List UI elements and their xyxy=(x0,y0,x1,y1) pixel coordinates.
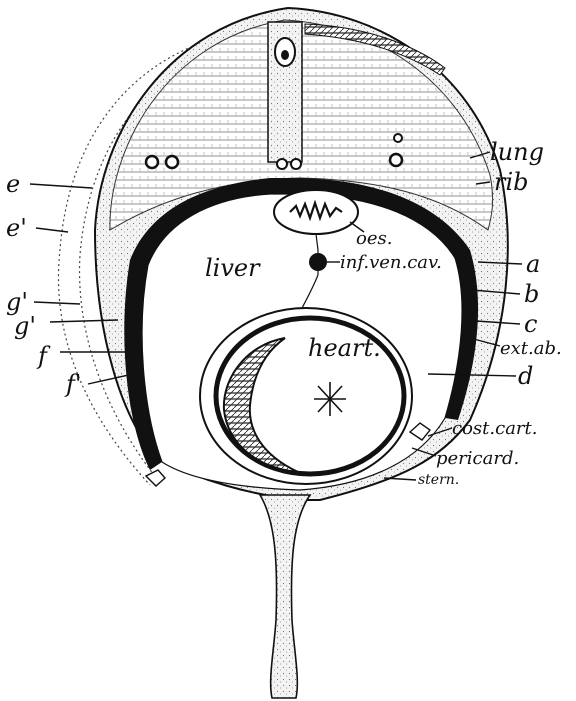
label-inf-ven-cav: inf.ven.cav. xyxy=(340,252,442,273)
label-lung: lung xyxy=(490,138,544,166)
label-rib: rib xyxy=(494,168,529,196)
leader-g-prime xyxy=(34,302,80,304)
label-b: b xyxy=(524,280,539,308)
spinal-cord xyxy=(281,50,289,60)
vessel-2 xyxy=(291,159,301,169)
label-f: f xyxy=(36,342,51,370)
label-stern: stern. xyxy=(418,472,459,488)
sternum-process xyxy=(260,495,310,698)
vessel-right-2 xyxy=(390,154,402,166)
label-pericard: pericard. xyxy=(436,448,519,469)
label-c: c xyxy=(524,310,537,338)
leader-e xyxy=(30,184,92,188)
inferior-vena-cava xyxy=(309,253,327,271)
label-e-prime: e' xyxy=(6,214,27,242)
label-ext-ab: ext.ab. xyxy=(500,338,562,359)
label-d: d xyxy=(518,362,533,390)
costal-cartilage-left xyxy=(146,470,165,486)
label-heart: heart. xyxy=(308,334,381,362)
oesophagus xyxy=(274,190,358,234)
vessel-right-1 xyxy=(394,134,402,142)
label-e: e xyxy=(6,170,20,198)
vessel-left-1 xyxy=(146,156,158,168)
label-a: a xyxy=(526,250,540,278)
vessel-1 xyxy=(277,159,287,169)
leader-e-prime xyxy=(36,228,68,232)
label-liver: liver xyxy=(205,254,261,282)
vessel-left-2 xyxy=(166,156,178,168)
label-g: g' xyxy=(14,312,36,340)
label-cost-cart: cost.cart. xyxy=(452,418,537,439)
label-oes: oes. xyxy=(356,228,392,249)
heart-star-mark xyxy=(314,382,346,416)
label-f-prime: f' xyxy=(64,370,81,398)
